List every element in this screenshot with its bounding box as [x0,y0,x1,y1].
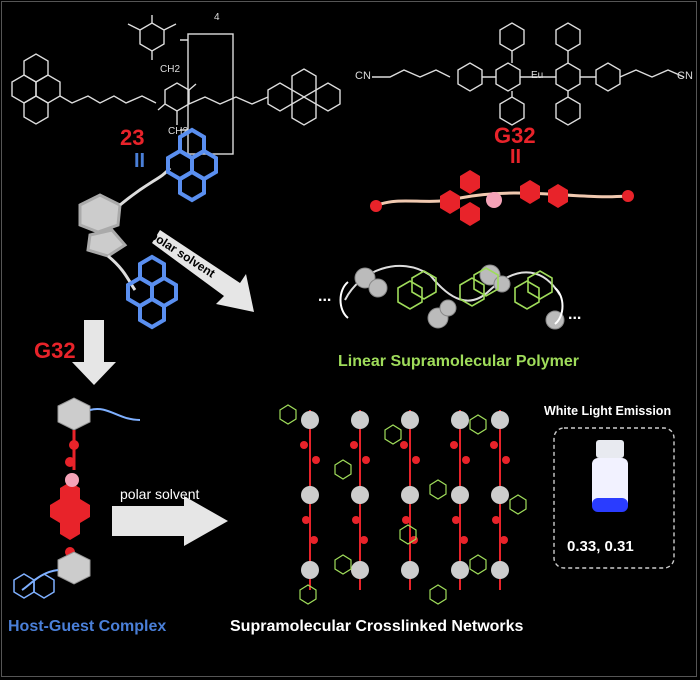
arrow-top-diagonal [152,230,254,312]
polymer-ellipsis-right: ... [568,306,582,323]
compound-g32-label: G32 [494,123,536,148]
linear-polymer-model [339,264,565,330]
host-guest-complex-model [13,397,141,599]
host-guest-complex-label: Host-Guest Complex [8,618,167,635]
host-equivalence-symbol: II [134,150,146,172]
g32-terpyridine-structure [372,22,685,126]
emission-title: White Light Emission [544,404,672,418]
vial-image [592,440,628,512]
guest-equivalence-symbol: II [510,146,522,168]
host-23-model [78,127,218,330]
crosslinked-network-label: Supramolecular Crosslinked Networks [230,618,524,635]
arrow-bottom-right [112,496,228,546]
arrow-bottom-label: polar solvent [120,486,200,502]
guest-g32-model [370,170,634,226]
arrow-down-label: G32 [34,338,76,363]
polymer-ellipsis-left: ... [318,288,332,305]
cn-right-label: CN [677,70,693,82]
cn-left-label: CN [355,70,371,82]
arrow-down [72,320,116,385]
pyrene-right-structure [267,68,341,126]
crosslinked-network-model [279,404,527,605]
linear-polymer-label: Linear Supramolecular Polymer [338,353,579,370]
eu-center-label: Eu [531,70,544,81]
ch2-label-top: CH2 [160,64,181,75]
emission-panel [553,427,675,569]
cie-coordinates: 0.33, 0.31 [567,538,634,555]
compound-23-label: 23 [120,125,145,150]
repeat-unit-n: 4 [214,12,220,23]
ch2-label-bottom: CH2 [168,126,189,137]
pyrene-left-structure [11,53,157,125]
